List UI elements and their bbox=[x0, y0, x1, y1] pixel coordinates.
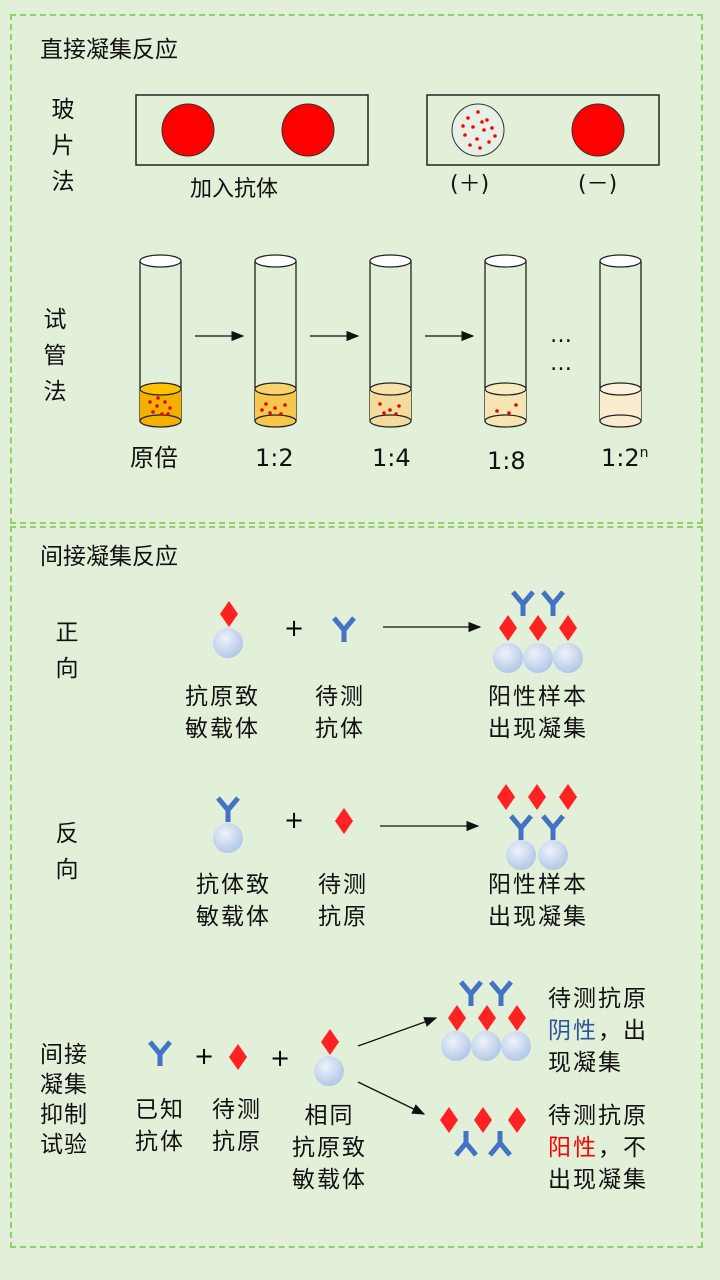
slide-before bbox=[135, 94, 369, 166]
dilution-label: 1:8 bbox=[487, 447, 526, 475]
inhibition-sample-label: 待测 抗原 bbox=[212, 1097, 262, 1155]
indirect-section-frame bbox=[10, 526, 703, 1248]
plus-sign: + bbox=[284, 806, 304, 834]
inhibition-positive-result: 待测抗原 阳性，不 出现凝集 bbox=[548, 1100, 648, 1196]
ellipsis: … … bbox=[550, 323, 572, 376]
antibody-sensitized-carrier bbox=[213, 798, 243, 853]
arrow-to-positive bbox=[357, 1081, 426, 1115]
direct-title: 直接凝集反应 bbox=[40, 37, 178, 63]
slide-after bbox=[426, 94, 660, 166]
forward-sample-label: 待测 抗体 bbox=[315, 684, 365, 742]
agglutinated-drop bbox=[451, 103, 505, 157]
red-drop bbox=[281, 103, 335, 157]
positive-prefix: 待测抗原 bbox=[548, 1103, 648, 1129]
antigen-icon bbox=[335, 808, 353, 834]
reverse-carrier-label: 抗体致 敏载体 bbox=[196, 872, 271, 930]
dilution-label: 1:2n bbox=[601, 444, 649, 472]
test-tube bbox=[139, 254, 182, 428]
antigen-sensitized-carrier bbox=[213, 601, 243, 658]
forward-label: 正向 bbox=[55, 620, 79, 682]
inhibition-label: 间接凝集抑制试验 bbox=[40, 1042, 88, 1158]
test-tube bbox=[599, 254, 642, 428]
known-antibody-icon bbox=[150, 1042, 170, 1066]
slide-caption: 加入抗体 bbox=[190, 177, 279, 202]
negative-prefix: 待测抗原 bbox=[548, 986, 648, 1012]
inhibition-positive-complex bbox=[440, 1107, 526, 1155]
inhibition-known-antibody-label: 已知 抗体 bbox=[135, 1097, 185, 1155]
direct-section-frame bbox=[10, 14, 703, 524]
reverse-agglutination-complex bbox=[497, 784, 577, 870]
arrow-to-negative bbox=[357, 1017, 438, 1047]
dilution-label: 原倍 bbox=[130, 444, 178, 472]
inhibition-negative-result: 待测抗原 阴性，出 现凝集 bbox=[548, 983, 648, 1079]
positive-word: 阳性 bbox=[548, 1135, 598, 1161]
negative-word: 阴性 bbox=[548, 1018, 598, 1044]
sample-antigen-icon bbox=[229, 1044, 247, 1070]
dilution-exponent: n bbox=[639, 445, 649, 461]
indirect-title: 间接凝集反应 bbox=[40, 544, 178, 570]
reverse-label: 反向 bbox=[55, 821, 79, 883]
slide-method-label: 玻片法 bbox=[51, 97, 75, 195]
inhibition-negative-complex bbox=[441, 982, 531, 1061]
agglutination-dots bbox=[461, 110, 497, 150]
plus-sign: + bbox=[284, 614, 304, 642]
antibody-icon bbox=[334, 618, 354, 642]
test-tube bbox=[484, 254, 527, 428]
red-drop bbox=[571, 103, 625, 157]
reverse-sample-label: 待测 抗原 bbox=[318, 872, 368, 930]
same-antigen-carrier bbox=[314, 1029, 344, 1086]
reverse-result-label: 阳性样本 出现凝集 bbox=[488, 872, 588, 930]
positive-suffix: ，不 出现凝集 bbox=[548, 1135, 648, 1193]
forward-agglutination-complex bbox=[493, 592, 583, 673]
slide-negative-label: (－) bbox=[578, 172, 618, 197]
plus-sign: + bbox=[270, 1044, 290, 1072]
forward-result-label: 阳性样本 出现凝集 bbox=[488, 684, 588, 742]
plus-sign: + bbox=[194, 1042, 214, 1070]
dilution-label: 1:4 bbox=[372, 444, 411, 472]
dilution-label: 1:2 bbox=[255, 444, 294, 472]
forward-carrier-label: 抗原致 敏载体 bbox=[185, 684, 260, 742]
red-drop bbox=[161, 103, 215, 157]
slide-positive-label: (＋) bbox=[450, 172, 490, 197]
test-tube bbox=[369, 254, 412, 428]
inhibition-carrier-label: 相同 抗原致 敏载体 bbox=[292, 1103, 367, 1193]
negative-suffix: ，出 现凝集 bbox=[548, 1018, 648, 1076]
test-tube bbox=[254, 254, 297, 428]
tube-method-label: 试管法 bbox=[43, 307, 67, 405]
